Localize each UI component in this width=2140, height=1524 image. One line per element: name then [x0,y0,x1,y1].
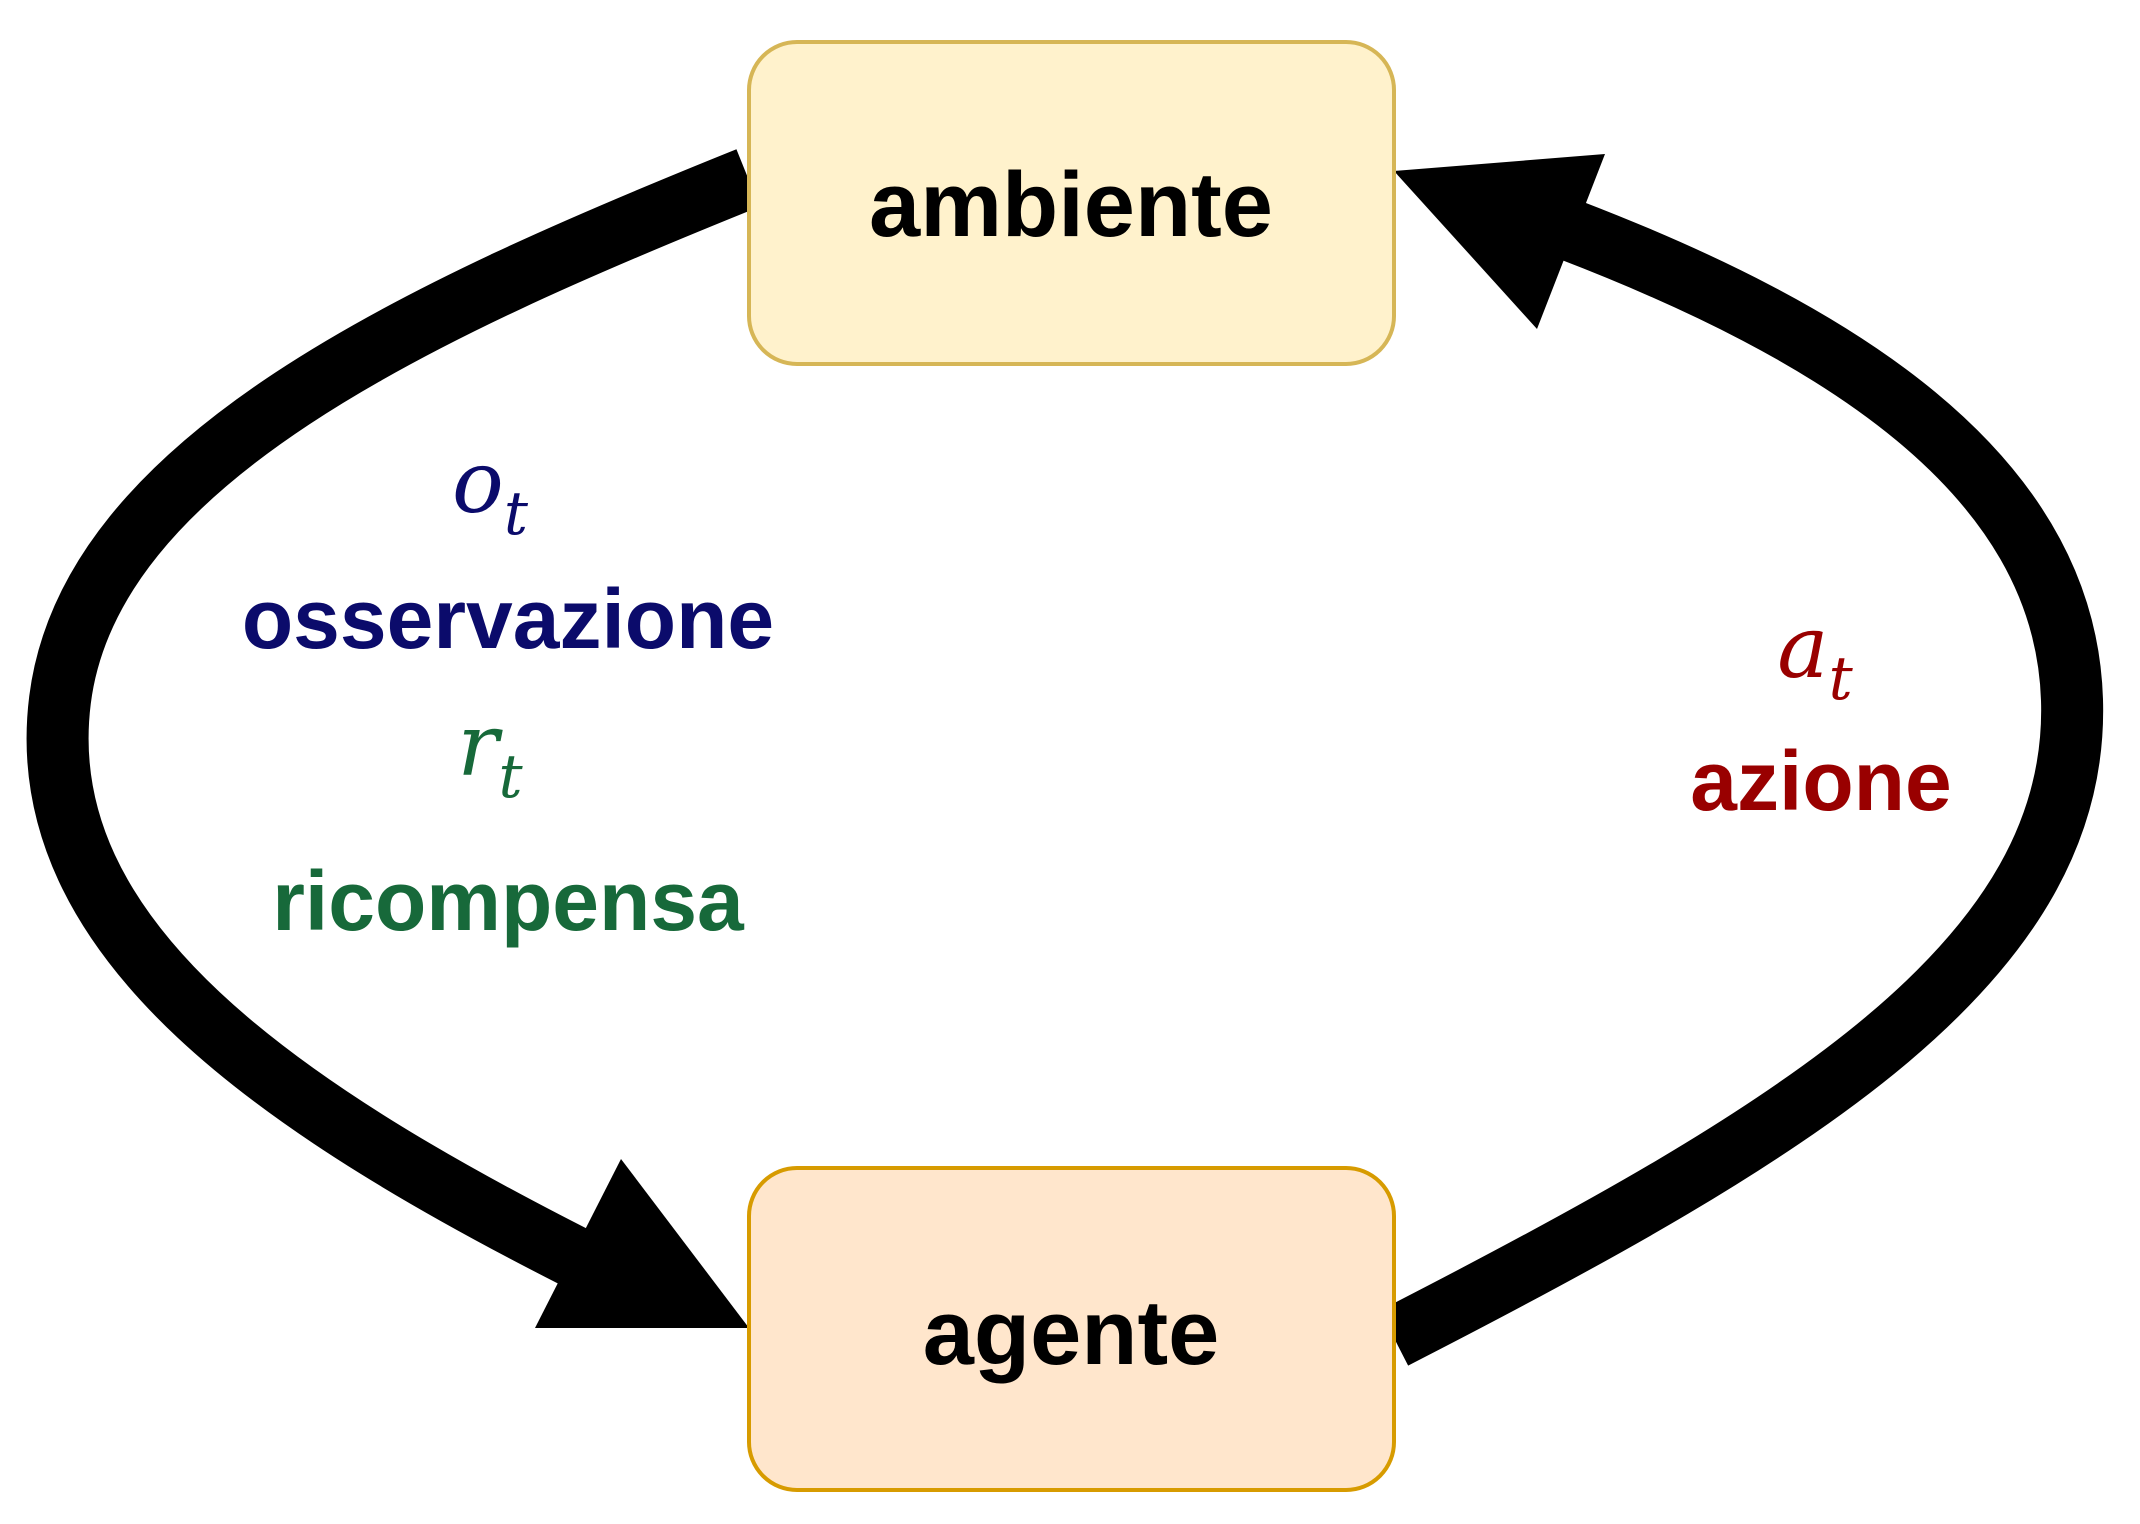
environment-label: ambiente [869,154,1273,256]
observation-reward-arrow [26,149,760,1298]
arrowhead-to-environment [1394,154,1605,329]
reward-label: ricompensa [272,854,745,948]
action-label: azione [1690,734,1951,828]
agent-label: agente [923,1282,1220,1384]
environment-node[interactable]: ambiente [747,40,1396,366]
action-symbol: at [1777,598,1853,714]
observation-label: osservazione [242,572,774,666]
action-arrow [1379,201,2104,1366]
observation-symbol: ot [452,433,529,549]
arrowhead-to-agent [535,1159,749,1328]
reward-symbol: rt [457,696,523,812]
agent-node[interactable]: agente [747,1166,1396,1492]
